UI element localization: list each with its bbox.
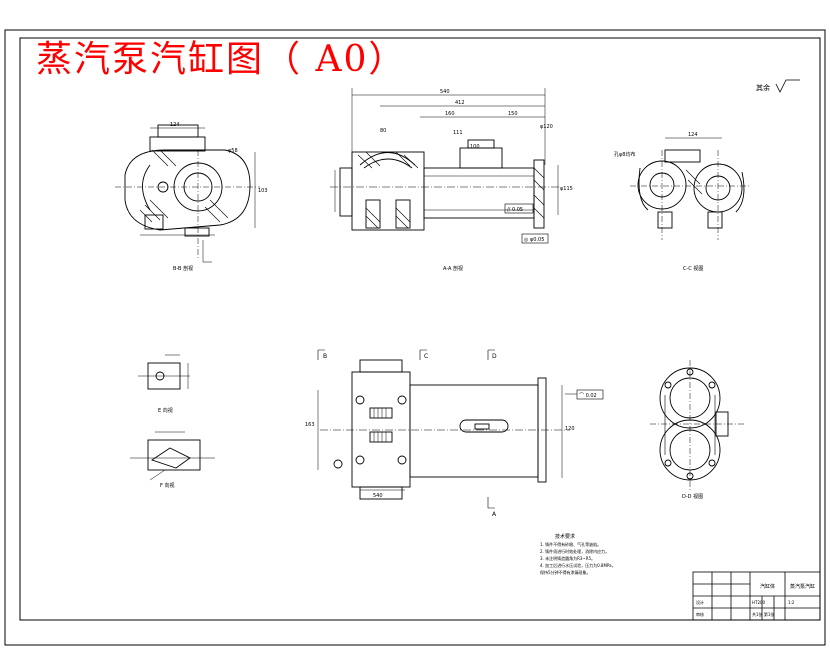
title-block <box>692 571 821 621</box>
left-section-view <box>115 124 260 263</box>
center-150-dim: 150 <box>508 111 518 117</box>
inner-frame <box>19 37 821 621</box>
small-view-e <box>138 354 190 390</box>
plan-left-dim: 163 <box>305 422 315 428</box>
roughness-note: 其余 <box>756 79 800 93</box>
technical-notes: 技术要求 1. 铸件不得有砂眼、气孔等缺陷。 2. 铸件须进行时效处理，消除内应… <box>540 533 616 575</box>
tech-note-1: 1. 铸件不得有砂眼、气孔等缺陷。 <box>540 541 601 547</box>
tech-note-5: 保持5分钟不得有渗漏现象。 <box>540 569 591 575</box>
center-bore-dim: φ120 <box>540 124 553 130</box>
center-mid-dim: 412 <box>455 100 465 106</box>
center-100-dim: 100 <box>470 144 480 150</box>
title-block-part: 汽缸体 <box>760 583 775 590</box>
left-view-label: B-B 剖视 <box>173 265 193 272</box>
right-view-label: C-C 视图 <box>683 265 703 272</box>
left-height-dim: 103 <box>258 188 268 194</box>
title-block-drawing: 蒸汽泵汽缸 <box>790 583 815 590</box>
plan-marker-b: B <box>323 353 327 360</box>
title-block-sheet: 共1张 第1张 <box>752 611 774 617</box>
right-hole-note: 孔φ8均布 <box>614 151 635 158</box>
tech-note-4: 4. 加工后进行水压试验，压力为0.8MPa， <box>540 562 616 568</box>
drawing-title: 蒸汽泵汽缸图（ A0） <box>36 39 407 80</box>
small-view-f <box>130 431 215 481</box>
center-phi-dim: φ115 <box>560 186 573 192</box>
tech-note-3: 3. 未注明铸造圆角为R3~R5。 <box>540 555 595 561</box>
plan-length-dim: 540 <box>373 493 383 499</box>
svg-text:其余: 其余 <box>756 83 770 92</box>
center-tolerance-2: ◎ φ0.05 <box>524 237 544 243</box>
right-bottom-view-label: D-D 视图 <box>682 493 703 500</box>
center-80-dim: 80 <box>380 128 386 134</box>
center-section-view <box>330 88 560 244</box>
center-view-label: A-A 剖视 <box>443 265 463 272</box>
small-view-e-label: E 向视 <box>158 407 173 414</box>
right-bottom-view <box>650 360 745 490</box>
title-block-material: HT200 <box>752 600 766 605</box>
plan-view <box>317 349 604 509</box>
title-block-checked: 审核 <box>696 611 704 617</box>
plan-marker-a: A <box>492 511 497 518</box>
center-overall-dim: 540 <box>440 89 450 95</box>
plan-marker-d: D <box>492 353 497 360</box>
center-160-dim: 160 <box>445 111 455 117</box>
left-bore-dim: φ58 <box>228 148 238 154</box>
right-width-dim: 124 <box>688 132 698 138</box>
small-view-f-label: F 向视 <box>160 482 174 489</box>
center-111-dim: 111 <box>453 130 463 136</box>
title-block-scale: 1:2 <box>788 600 795 605</box>
outer-frame <box>4 29 826 646</box>
right-top-view <box>630 137 750 240</box>
plan-marker-c: C <box>424 353 428 360</box>
plan-flatness: ⌒ 0.02 <box>579 393 597 399</box>
center-tolerance-1: // 0.05 <box>507 207 523 213</box>
tech-note-2: 2. 铸件须进行时效处理，消除内应力。 <box>540 548 609 554</box>
tech-notes-heading: 技术要求 <box>555 533 575 540</box>
title-block-designed: 设计 <box>696 599 704 605</box>
left-width-dim: 124 <box>170 122 180 128</box>
plan-right-dim: 120 <box>565 426 575 432</box>
